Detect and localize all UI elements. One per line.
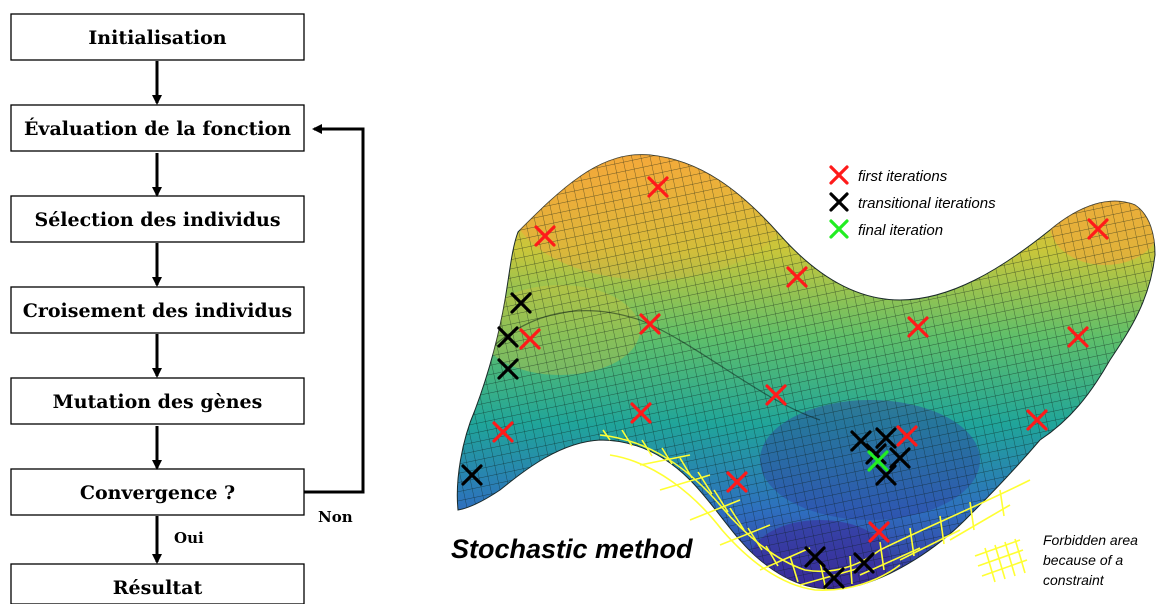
legend-transitional-label: transitional iterations [858,195,996,212]
transitional-iteration-marker [875,427,897,449]
first-iteration-marker [765,384,787,406]
edge-label-yes: Oui [174,529,204,547]
transitional-iteration-marker [853,552,875,574]
surface-plot: first iterations transitional iterations… [451,154,1156,591]
first-iteration-marker [630,402,652,424]
first-iteration-marker [492,421,514,443]
forbidden-label-line1: Forbidden area [1043,532,1138,548]
method-title: Stochastic method [451,534,693,564]
transitional-iteration-marker [823,567,845,589]
step-croisement-box [10,286,305,334]
transitional-iteration-marker [497,326,519,348]
forbidden-swatch [974,538,1028,583]
first-iteration-marker [907,316,929,338]
first-iteration-marker [647,176,669,198]
step-resultat: Résultat [10,563,305,604]
step-mutation-label: Mutation des gènes [53,391,263,413]
first-iteration-marker [1067,326,1089,348]
step-croisement: Croisement des individus [10,286,305,334]
first-iteration-marker [868,521,890,543]
first-iteration-marker [519,328,541,350]
legend-first-swatch [829,165,849,185]
transitional-iteration-marker [865,443,887,465]
step-evaluation: Évaluation de la fonction [10,104,305,152]
forbidden-label-line3: constraint [1043,572,1105,588]
first-iteration-marker [1026,409,1048,431]
step-evaluation-box [10,104,305,152]
step-selection-label: Sélection des individus [34,209,280,231]
transitional-iteration-marker [497,358,519,380]
first-iteration-marker [534,225,556,247]
transitional-iteration-marker [889,447,911,469]
step-resultat-box [10,563,305,604]
flow-arrows [152,61,365,564]
step-selection: Sélection des individus [10,195,305,243]
step-resultat-label: Résultat [113,577,203,599]
step-convergence: Convergence ? [10,468,305,516]
step-convergence-label: Convergence ? [80,482,235,504]
forbidden-legend: Forbidden area because of a constraint [974,532,1138,588]
step-initialisation: Initialisation [10,13,305,61]
transitional-iteration-marker [510,292,532,314]
step-initialisation-label: Initialisation [88,27,226,49]
step-initialisation-box [10,13,305,61]
legend-first-label: first iterations [858,168,948,185]
legend: first iterations transitional iterations… [829,165,996,239]
step-convergence-box [10,468,305,516]
iteration-markers [461,176,1109,589]
first-iteration-marker [1087,218,1109,240]
first-iteration-marker [639,313,661,335]
first-iteration-marker [786,266,808,288]
first-iteration-marker [896,425,918,447]
edge-label-no: Non [318,508,353,526]
legend-final-label: final iteration [858,222,943,239]
final-iteration-marker [867,450,889,472]
step-croisement-label: Croisement des individus [23,300,292,322]
transitional-iteration-marker [804,546,826,568]
step-mutation: Mutation des gènes [10,377,305,425]
legend-transitional-swatch [829,192,849,212]
transitional-iteration-marker [875,464,897,486]
transitional-iteration-marker [461,464,483,486]
first-iteration-marker [726,471,748,493]
step-mutation-box [10,377,305,425]
forbidden-label-line2: because of a [1043,552,1123,568]
step-evaluation-label: Évaluation de la fonction [24,117,291,140]
arrow-loop-back [304,124,365,494]
legend-final-swatch [829,219,849,239]
